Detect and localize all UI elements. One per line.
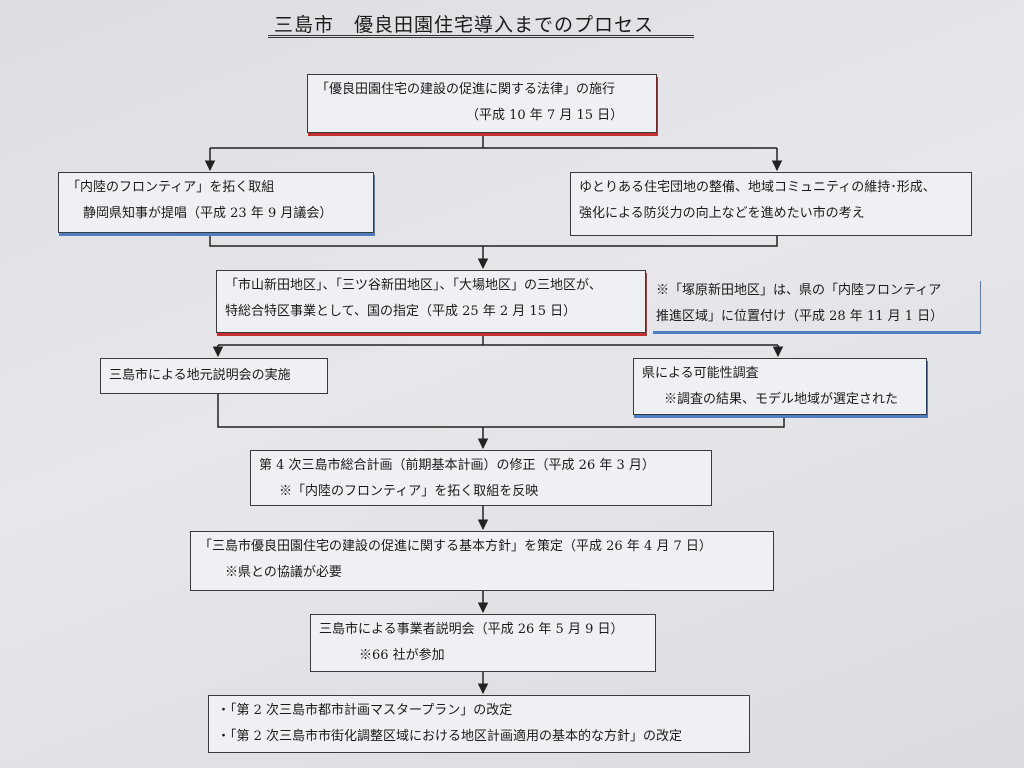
frontier-initiative-text: 「内陸のフロンティア」を拓く取組 — [67, 180, 275, 195]
law-enforcement-text: 「優良田園住宅の建設の促進に関する法律」の施行 — [316, 82, 616, 97]
feasibility-study-note: ※調査の結果、モデル地域が選定された — [664, 392, 899, 407]
connector-merge-2 — [217, 394, 785, 428]
special-zone-designation-text-1: 「市山新田地区」、「三ツ谷新田地区」、「大場地区」の三地区が、 — [225, 278, 602, 293]
city-idea-text-1: ゆとりある住宅団地の整備、地域コミュニティの維持･形成、 — [579, 180, 936, 195]
frontier-initiative-detail: 静岡県知事が提唱（平成 23 年 9 月議会） — [83, 206, 333, 221]
connector-law-split — [210, 133, 777, 149]
business-briefing-note: ※66 社が参加 — [359, 648, 445, 663]
special-zone-designation-box: 「市山新田地区」、「三ツ谷新田地区」、「大場地区」の三地区が、 特総合特区事業と… — [216, 270, 646, 333]
business-briefing-text: 三島市による事業者説明会（平成 26 年 5 月 9 日） — [319, 622, 624, 637]
local-briefing-box: 三島市による地元説明会の実施 — [100, 358, 328, 394]
connector-designation-split — [218, 333, 778, 346]
comprehensive-plan-revision-text: 第 4 次三島市総合計画（前期基本計画）の修正（平成 26 年 3 月） — [259, 458, 655, 473]
master-plan-amendment-text: ・「第 2 次三島市都市計画マスタープラン」の改定 — [217, 703, 513, 718]
page-title: 三島市 優良田園住宅導入までのプロセス — [268, 10, 694, 38]
frontier-initiative-box: 「内陸のフロンティア」を拓く取組 静岡県知事が提唱（平成 23 年 9 月議会） — [58, 172, 374, 233]
local-briefing-text: 三島市による地元説明会の実施 — [109, 368, 291, 383]
feasibility-study-text: 県による可能性調査 — [642, 366, 759, 381]
law-enforcement-date: （平成 10 年 7 月 15 日） — [466, 108, 624, 123]
law-enforcement-box: 「優良田園住宅の建設の促進に関する法律」の施行 （平成 10 年 7 月 15 … — [307, 74, 657, 133]
city-idea-box: ゆとりある住宅団地の整備、地域コミュニティの維持･形成、 強化による防災力の向上… — [570, 172, 972, 236]
comprehensive-plan-revision-box: 第 4 次三島市総合計画（前期基本計画）の修正（平成 26 年 3 月） ※「内… — [250, 450, 712, 506]
special-zone-designation-text-2: 特総合特区事業として、国の指定（平成 25 年 2 月 15 日） — [225, 304, 577, 319]
district-plan-policy-amendment-text: ・「第 2 次三島市市街化調整区域における地区計画適用の基本的な方針」の改定 — [217, 729, 683, 744]
tsukahara-note-text-2: 推進区域」に位置付け（平成 28 年 11 月 1 日） — [656, 309, 944, 324]
feasibility-study-box: 県による可能性調査 ※調査の結果、モデル地域が選定された — [633, 358, 927, 415]
city-idea-text-2: 強化による防災力の向上などを進めたい市の考え — [579, 206, 865, 221]
plan-amendment-box: ・「第 2 次三島市都市計画マスタープラン」の改定 ・「第 2 次三島市市街化調… — [208, 695, 750, 753]
connector-merge — [209, 233, 778, 247]
basic-policy-box: 「三島市優良田園住宅の建設の促進に関する基本方針」を策定（平成 26 年 4 月… — [190, 531, 774, 591]
business-briefing-box: 三島市による事業者説明会（平成 26 年 5 月 9 日） ※66 社が参加 — [310, 614, 656, 672]
comprehensive-plan-revision-note: ※「内陸のフロンティア」を拓く取組を反映 — [279, 484, 539, 499]
basic-policy-note: ※県との協議が必要 — [225, 565, 342, 580]
tsukahara-note: ※「塚原新田地区」は、県の「内陸フロンティア 推進区域」に位置付け（平成 28 … — [652, 278, 980, 331]
tsukahara-note-text-1: ※「塚原新田地区」は、県の「内陸フロンティア — [656, 283, 942, 298]
basic-policy-text: 「三島市優良田園住宅の建設の促進に関する基本方針」を策定（平成 26 年 4 月… — [199, 539, 712, 554]
